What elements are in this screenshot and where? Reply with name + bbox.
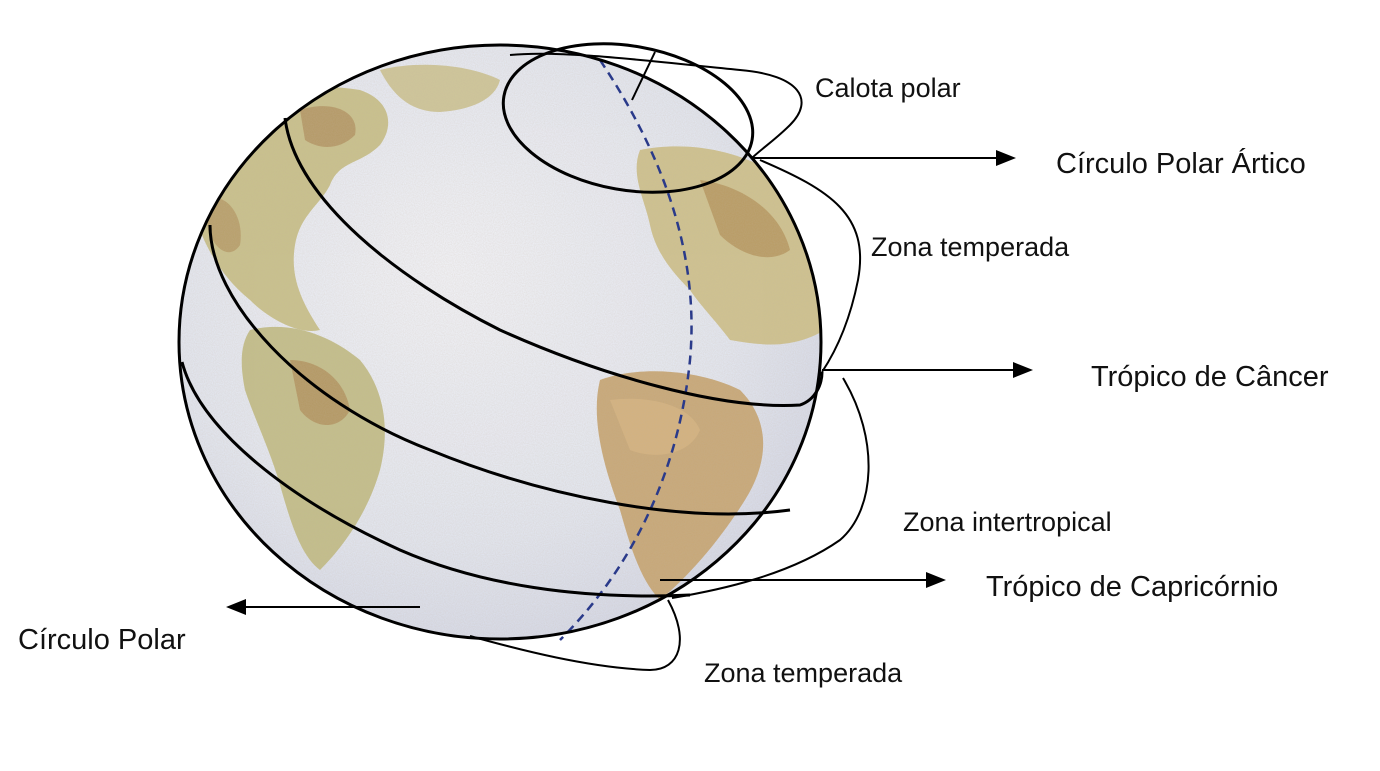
label-zona-temperada-sul: Zona temperada bbox=[704, 658, 903, 688]
calota-polar-callout bbox=[509, 51, 803, 159]
label-calota-polar: Calota polar bbox=[815, 73, 961, 103]
tropic-cancer-line bbox=[208, 224, 791, 516]
tropic-capricorn-line bbox=[180, 361, 691, 598]
temperate-south-bracket bbox=[469, 599, 681, 672]
globe-outline bbox=[177, 43, 823, 641]
label-zona-intertropical: Zona intertropical bbox=[903, 507, 1112, 537]
intertropical-bracket bbox=[671, 377, 870, 599]
polar-cap-circle bbox=[501, 42, 755, 194]
arctic-circle-line bbox=[283, 117, 824, 407]
label-tropico-cancer: Trópico de Câncer bbox=[1091, 361, 1329, 393]
temperate-north-bracket bbox=[759, 159, 862, 373]
continents bbox=[179, 45, 821, 639]
label-circulo-polar: Círculo Polar bbox=[18, 624, 186, 656]
meridian-line bbox=[559, 59, 693, 641]
label-zona-temperada-norte: Zona temperada bbox=[871, 232, 1070, 262]
label-circulo-polar-artico: Círculo Polar Ártico bbox=[1056, 147, 1306, 180]
label-tropico-capricornio: Trópico de Capricórnio bbox=[986, 571, 1278, 603]
